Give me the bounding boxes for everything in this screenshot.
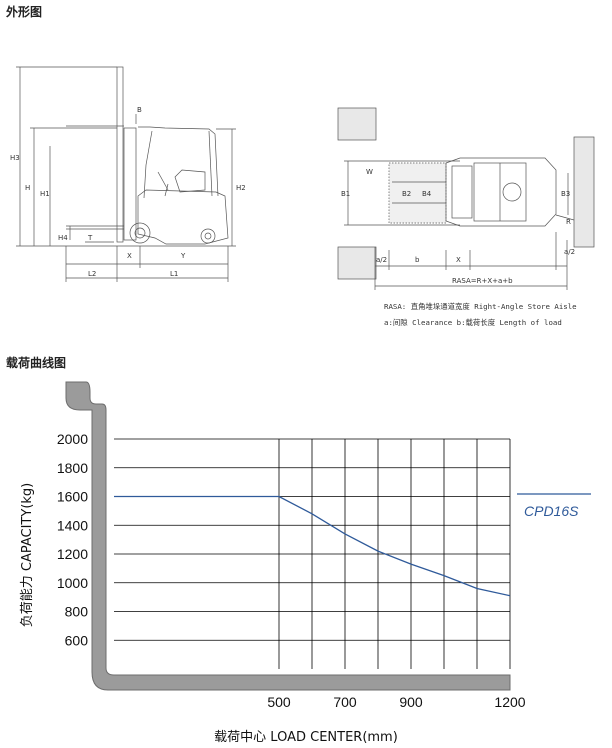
dim-h3: H3 bbox=[10, 154, 20, 162]
note-clearance: a:间隙 Clearance b:载荷长度 Length of load bbox=[384, 318, 562, 327]
chart-series bbox=[114, 495, 511, 597]
x-tick-label-500: 500 bbox=[267, 694, 291, 710]
x-ticks: 500 700 900 1200 bbox=[267, 694, 525, 710]
y-tick-label-1400: 1400 bbox=[57, 517, 88, 533]
fork-frame bbox=[65, 381, 511, 691]
dim-top-x: X bbox=[456, 256, 461, 264]
top-view-forklift bbox=[337, 107, 595, 290]
dim-load-b: b bbox=[415, 256, 420, 264]
x-axis-label: 载荷中心 LOAD CENTER(mm) bbox=[214, 730, 398, 745]
y-tick-label-1000: 1000 bbox=[57, 575, 88, 591]
side-view-forklift bbox=[16, 66, 236, 282]
dim-b: B bbox=[137, 106, 142, 114]
dim-y: Y bbox=[180, 252, 186, 260]
chart-grid bbox=[114, 438, 511, 669]
dim-a2-right: a/2 bbox=[564, 248, 575, 256]
y-ticks: 2000 1800 1600 1400 1200 1000 800 600 bbox=[57, 431, 88, 648]
y-tick-label-600: 600 bbox=[65, 632, 89, 648]
outline-drawings: H3 H H1 H2 H4 B T X Y L1 L2 B1 B2 B4 B3 … bbox=[10, 66, 595, 327]
x-tick-label-900: 900 bbox=[399, 694, 423, 710]
y-tick-label-1200: 1200 bbox=[57, 546, 88, 562]
y-tick-label-1600: 1600 bbox=[57, 489, 88, 505]
x-tick-label-1200: 1200 bbox=[494, 694, 525, 710]
dim-l1: L1 bbox=[170, 270, 178, 278]
legend-series-cpd16s: CPD16S bbox=[524, 503, 579, 519]
dim-t: T bbox=[87, 234, 93, 242]
dim-b1: B1 bbox=[341, 190, 350, 198]
dim-a2-left: a/2 bbox=[376, 256, 387, 264]
y-axis-label: 负荷能力 CAPACITY(kg) bbox=[20, 483, 35, 628]
load-chart-title: 载荷曲线图 bbox=[6, 356, 67, 370]
dim-b2: B2 bbox=[402, 190, 411, 198]
dim-b3: B3 bbox=[561, 190, 570, 198]
dim-x: X bbox=[127, 252, 132, 260]
y-tick-label-2000: 2000 bbox=[57, 431, 88, 447]
dim-rasa: RASA=R+X+a+b bbox=[452, 277, 513, 285]
note-rasa: RASA: 直角堆垛通道宽度 Right-Angle Store Aisle bbox=[384, 302, 577, 311]
dim-w: W bbox=[366, 168, 373, 176]
y-tick-label-1800: 1800 bbox=[57, 460, 88, 476]
dim-h4: H4 bbox=[58, 234, 68, 242]
outline-drawing-title: 外形图 bbox=[6, 5, 43, 19]
dim-h: H bbox=[25, 184, 30, 192]
y-tick-label-800: 800 bbox=[65, 604, 89, 620]
dim-l2: L2 bbox=[88, 270, 96, 278]
dim-h2: H2 bbox=[236, 184, 246, 192]
x-tick-label-700: 700 bbox=[333, 694, 357, 710]
dim-r: R bbox=[566, 218, 571, 226]
dim-b4: B4 bbox=[422, 190, 432, 198]
dim-h1: H1 bbox=[40, 190, 50, 198]
series-line-cpd16s bbox=[114, 495, 511, 597]
